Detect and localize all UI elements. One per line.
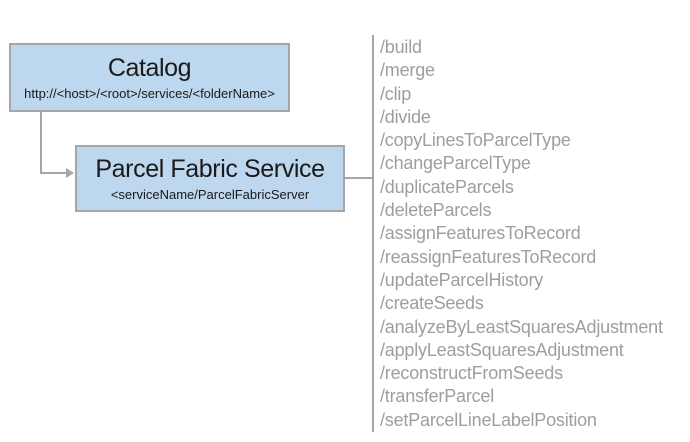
endpoint-item: /reassignFeaturesToRecord (380, 246, 597, 267)
catalog-node: Catalog http://<host>/<root>/services/<f… (9, 43, 290, 112)
connector-service-to-list (345, 177, 372, 179)
service-url-pattern: <serviceName/ParcelFabricServer (110, 186, 310, 202)
connector-arrowhead-icon (66, 168, 74, 178)
endpoint-item: /build (380, 37, 422, 57)
parcel-fabric-service-node: Parcel Fabric Service <serviceName/Parce… (75, 145, 345, 212)
endpoint-item: /duplicateParcels (380, 176, 514, 197)
endpoint-item: /applyLeastSquaresAdjustment (380, 339, 624, 360)
service-title: Parcel Fabric Service (95, 154, 325, 183)
catalog-title: Catalog (107, 53, 192, 82)
endpoint-item: /changeParcelType (380, 153, 531, 174)
endpoint-item: /clip (380, 83, 412, 104)
endpoint-item: /reconstructFromSeeds (380, 363, 563, 384)
endpoint-item: /analyzeByLeastSquaresAdjustment (380, 316, 663, 337)
endpoint-item: /createSeeds (380, 293, 484, 314)
endpoint-item: /merge (380, 60, 435, 81)
endpoint-item: /updateParcelHistory (380, 269, 544, 290)
endpoint-list: /build/merge/clip/divide/copyLinesToParc… (380, 36, 663, 432)
endpoint-item: /assignFeaturesToRecord (380, 223, 581, 244)
endpoint-item: /divide (380, 106, 431, 127)
endpoint-item: /setParcelLineLabelPosition (380, 409, 597, 430)
endpoint-item: /copyLinesToParcelType (380, 130, 571, 151)
endpoint-item: /transferParcel (380, 386, 495, 407)
endpoint-list-rule (372, 35, 374, 432)
catalog-url-pattern: http://<host>/<root>/services/<folderNam… (24, 85, 275, 101)
endpoint-item: /deleteParcels (380, 200, 492, 221)
connector-elbow-vertical (40, 112, 42, 174)
connector-elbow-horizontal (40, 172, 68, 174)
